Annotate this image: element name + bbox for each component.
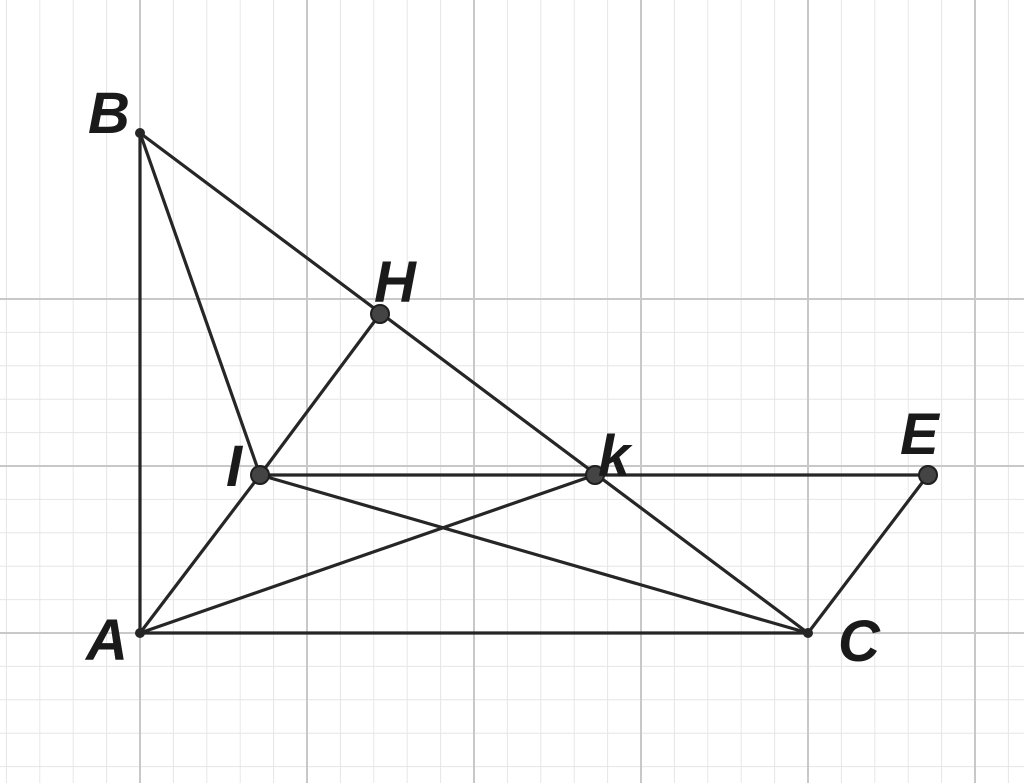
label-h: H: [374, 250, 417, 315]
point-k: [585, 465, 605, 485]
label-a: A: [84, 608, 128, 673]
segment-ak: [138, 473, 597, 635]
segment-bi: [138, 131, 262, 477]
segment-ce: [806, 473, 930, 635]
point-b: [135, 128, 145, 138]
point-i: [250, 465, 270, 485]
segment-ai: [138, 473, 262, 635]
label-c: C: [838, 609, 881, 674]
points: [135, 128, 938, 638]
point-c: [803, 628, 813, 638]
point-h: [370, 304, 390, 324]
labels: A B C H I k E: [84, 81, 941, 674]
label-k: k: [598, 424, 633, 489]
label-e: E: [900, 402, 941, 467]
segment-ic: [258, 473, 810, 635]
label-i: I: [226, 434, 244, 499]
segment-bc: [138, 131, 810, 635]
label-b: B: [88, 81, 130, 146]
segment-ih: [258, 312, 382, 477]
segments: [138, 131, 930, 635]
point-a: [135, 628, 145, 638]
point-e: [918, 465, 938, 485]
